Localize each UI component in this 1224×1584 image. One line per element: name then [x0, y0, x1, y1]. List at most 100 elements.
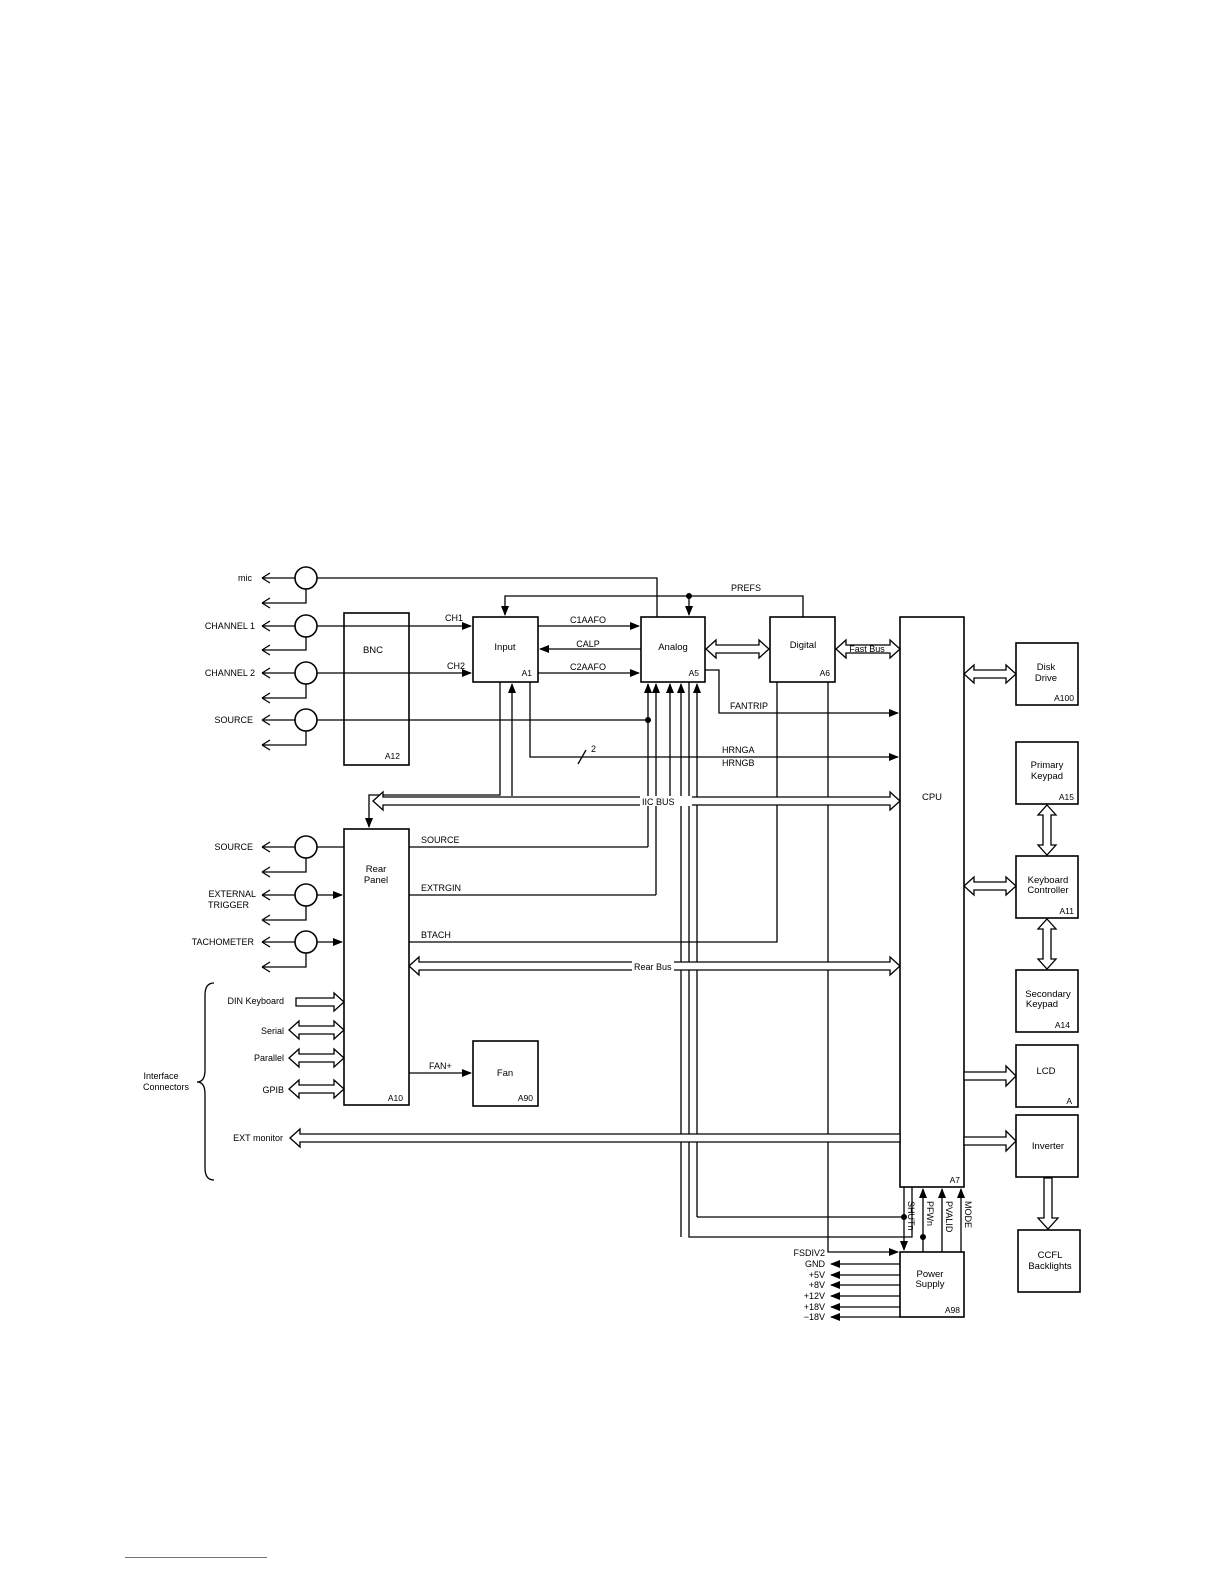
din-keyboard-bus [295, 991, 345, 1013]
lcd-block: LCD A [1015, 1044, 1079, 1108]
digital-ref: A6 [820, 668, 831, 678]
primary-keypad-label-1: Primary [1031, 760, 1064, 771]
mic-connector-icon [294, 566, 318, 590]
hrnga-label: HRNGA [722, 745, 755, 755]
bnc-block: BNC A12 [343, 612, 410, 766]
fan-plus-label: FAN+ [429, 1061, 452, 1071]
cpu-disk-bus [963, 663, 1017, 685]
power-outputs: FSDIV2 GND +5V +8V +12V +18V −18V [793, 1248, 900, 1322]
power-supply-ref: A98 [945, 1305, 960, 1315]
channel1-label: CHANNEL 1 [205, 621, 255, 631]
gpib-bus [288, 1078, 345, 1100]
ext-monitor-bus [289, 1127, 901, 1149]
inverter-label: Inverter [1032, 1141, 1064, 1152]
input-label: Input [494, 642, 515, 653]
cpu-inverter-bus [963, 1129, 1017, 1153]
bnc-ref: A12 [385, 751, 400, 761]
analog-ref: A5 [689, 668, 700, 678]
footer-link-underline [125, 1557, 267, 1558]
channel2-label: CHANNEL 2 [205, 668, 255, 678]
extrgin-label: EXTRGIN [421, 883, 461, 893]
pfwn-label: PFWn [925, 1201, 935, 1226]
analog-digital-bus [705, 638, 770, 660]
bnc-label: BNC [363, 645, 383, 656]
rear-panel-label-1: Rear [366, 864, 387, 875]
inverter-ccfl-bus [1036, 1177, 1060, 1230]
analog-block: Analog A5 [640, 616, 706, 683]
ch1-signal-label: CH1 [445, 613, 463, 623]
shutn-label: SHUTn [906, 1201, 916, 1231]
disk-label-1: Disk [1037, 662, 1056, 673]
ccfl-label-1: CCFL [1038, 1250, 1063, 1261]
serial-label: Serial [261, 1026, 284, 1036]
fsdiv2-label: FSDIV2 [793, 1248, 825, 1258]
iic-bus-label: IIC BUS [642, 797, 675, 807]
bus-width-label: 2 [591, 744, 596, 754]
keyboard-controller-label-1: Keyboard [1028, 875, 1069, 886]
fast-bus-label: Fast Bus [849, 644, 885, 654]
btach-label: BTACH [421, 930, 451, 940]
channel2-connector-icon [294, 661, 318, 685]
input-ref: A1 [522, 668, 533, 678]
rear-bus-label: Rear Bus [634, 962, 672, 972]
brace-icon [196, 982, 215, 1181]
cpu-ref: A7 [950, 1175, 961, 1185]
secondary-keypad-label-1: Secondary [1025, 989, 1071, 1000]
disk-ref: A100 [1054, 693, 1074, 703]
rear-panel-label-2: Panel [364, 875, 388, 886]
keyboard-controller-block: Keyboard Controller A11 [1015, 855, 1079, 919]
ext-trigger-label-2: TRIGGER [208, 900, 250, 910]
interface-group-label-2: Connectors [143, 1082, 190, 1092]
rear-connectors: SOURCE EXTERNAL TRIGGER TACHOMETER [192, 835, 344, 973]
front-connectors: mic CHANNEL 1 CHANNEL 2 SOURCE [205, 566, 658, 751]
c2aafo-label: C2AAFO [570, 662, 606, 672]
p8v-label: +8V [809, 1280, 825, 1290]
power-supply-label-1: Power [917, 1269, 944, 1280]
digital-block: Digital A6 [769, 616, 836, 683]
lcd-label: LCD [1036, 1066, 1055, 1077]
parallel-label: Parallel [254, 1053, 284, 1063]
primary-keypad-label-2: Keypad [1031, 771, 1063, 782]
p18v-label: +18V [804, 1302, 825, 1312]
secondary-keypad-bus [1036, 918, 1058, 970]
power-supply-label-2: Supply [915, 1279, 944, 1290]
primary-keypad-ref: A15 [1059, 792, 1074, 802]
source-rear-connector-icon [294, 835, 318, 859]
serial-bus [288, 1019, 345, 1041]
rear-panel-block: Rear Panel A10 [343, 828, 410, 1106]
fan-ref: A90 [518, 1093, 533, 1103]
hrngb-label: HRNGB [722, 758, 755, 768]
c1aafo-label: C1AAFO [570, 615, 606, 625]
analog-label: Analog [658, 642, 688, 653]
pvalid-label: PVALID [944, 1201, 954, 1233]
source-front-connector-icon [294, 708, 318, 732]
ext-monitor-label: EXT monitor [233, 1133, 283, 1143]
p12v-label: +12V [804, 1291, 825, 1301]
fast-bus [835, 638, 901, 660]
gnd-label: GND [805, 1259, 826, 1269]
gpib-label: GPIB [262, 1085, 284, 1095]
prefs-label: PREFS [731, 583, 761, 593]
primary-keypad-block: Primary Keypad A15 [1015, 741, 1079, 805]
cpu-label: CPU [922, 792, 942, 803]
ccfl-label-2: Backlights [1028, 1261, 1072, 1272]
channel1-connector-icon [294, 614, 318, 638]
mic-label: mic [238, 573, 252, 583]
keyboard-controller-ref: A11 [1060, 906, 1075, 916]
source-rear-label: SOURCE [214, 842, 253, 852]
ccfl-backlights-block: CCFL Backlights [1017, 1229, 1081, 1293]
keyboard-controller-label-2: Controller [1027, 885, 1068, 896]
ext-trigger-connector-icon [294, 883, 318, 907]
p5v-label: +5V [809, 1270, 825, 1280]
disk-label-2: Drive [1035, 673, 1057, 684]
signal-lines: CH1 CH2 C1AAFO CALP C2AAFO PREFS FANTRIP… [317, 583, 973, 1256]
power-supply-block: Power Supply A98 [899, 1251, 965, 1318]
interface-connectors: Interface Connectors DIN Keyboard Serial… [143, 982, 284, 1181]
din-keyboard-label: DIN Keyboard [227, 996, 284, 1006]
lcd-ref: A [1066, 1096, 1072, 1106]
mode-label: MODE [963, 1201, 973, 1228]
fantrip-label: FANTRIP [730, 701, 768, 711]
primary-keypad-bus [1036, 804, 1058, 856]
interface-group-label-1: Interface [143, 1071, 178, 1081]
